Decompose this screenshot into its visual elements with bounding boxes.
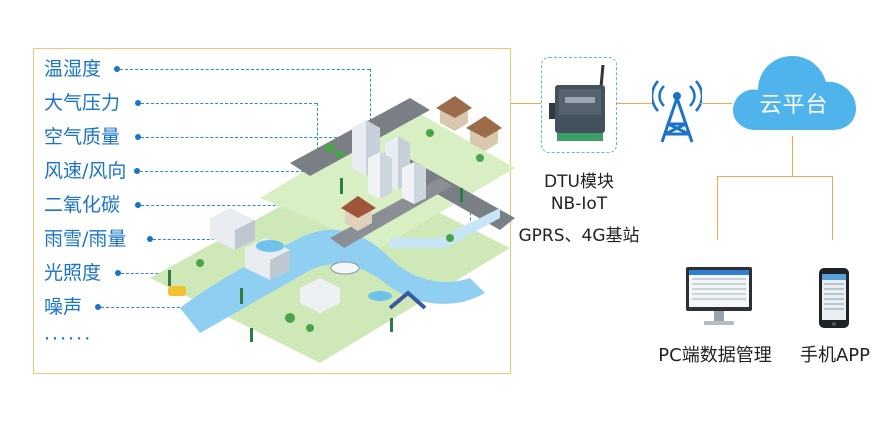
dtu-caption-nbiot: NB-IoT bbox=[550, 194, 608, 214]
sensor-dot bbox=[135, 202, 141, 208]
sensor-label-wind: 风速/风向 bbox=[44, 160, 127, 182]
sensor-dot bbox=[135, 134, 141, 140]
building-cluster bbox=[352, 120, 426, 204]
sensor-label-air-quality: 空气质量 bbox=[44, 126, 121, 148]
dtu-caption-network: GPRS、4G基站 bbox=[518, 226, 640, 246]
smart-city-illustration bbox=[150, 96, 515, 363]
connector-line bbox=[717, 176, 718, 240]
mobile-client-label: 手机APP bbox=[799, 345, 871, 366]
connector-line bbox=[792, 136, 793, 176]
leader-line bbox=[141, 137, 337, 138]
bridge bbox=[388, 290, 427, 310]
connector-line bbox=[832, 176, 833, 240]
sensor-dot bbox=[95, 304, 101, 310]
vehicles bbox=[168, 261, 360, 296]
signal-tower-icon bbox=[652, 80, 702, 143]
tanks bbox=[256, 240, 392, 301]
pc-monitor-icon bbox=[686, 267, 752, 325]
connector-line bbox=[717, 176, 833, 177]
sensor-dot bbox=[134, 168, 140, 174]
houses bbox=[341, 96, 502, 231]
river bbox=[180, 229, 485, 333]
pc-client-label: PC端数据管理 bbox=[658, 345, 772, 366]
cloud-platform-label: 云平台 bbox=[759, 93, 829, 118]
leader-line bbox=[141, 103, 317, 104]
factory bbox=[210, 208, 340, 313]
dtu-caption-module: DTU模块 bbox=[544, 172, 614, 192]
connector-line bbox=[511, 103, 541, 104]
rails bbox=[390, 208, 500, 248]
leader-line bbox=[121, 273, 173, 274]
sensor-label-illuminance: 光照度 bbox=[44, 262, 102, 284]
leader-line bbox=[370, 69, 371, 121]
leader-line bbox=[120, 69, 370, 70]
sensor-dot bbox=[135, 100, 141, 106]
sensor-dot bbox=[115, 270, 121, 276]
sensor-dot bbox=[147, 236, 153, 242]
sensor-label-more: ······ bbox=[44, 328, 93, 350]
leader-line bbox=[153, 239, 249, 240]
trees bbox=[196, 129, 484, 332]
sensor-label-pressure: 大气压力 bbox=[44, 92, 121, 114]
dtu-device-frame bbox=[541, 57, 617, 153]
dtu-device-icon bbox=[549, 64, 605, 141]
sensor-dot bbox=[114, 66, 120, 72]
mobile-phone-icon bbox=[819, 268, 849, 328]
sensor-label-noise: 噪声 bbox=[44, 296, 83, 318]
leader-line bbox=[141, 205, 291, 206]
sensor-label-co2: 二氧化碳 bbox=[44, 194, 121, 216]
connector-line bbox=[617, 103, 655, 104]
cloud-platform-icon bbox=[732, 56, 856, 130]
connector-line bbox=[700, 103, 732, 104]
sensor-poles bbox=[168, 178, 463, 342]
sensor-label-temp-humidity: 温湿度 bbox=[44, 58, 102, 80]
sensor-label-rain-snow: 雨雪/雨量 bbox=[44, 228, 127, 250]
leader-line bbox=[317, 103, 318, 165]
